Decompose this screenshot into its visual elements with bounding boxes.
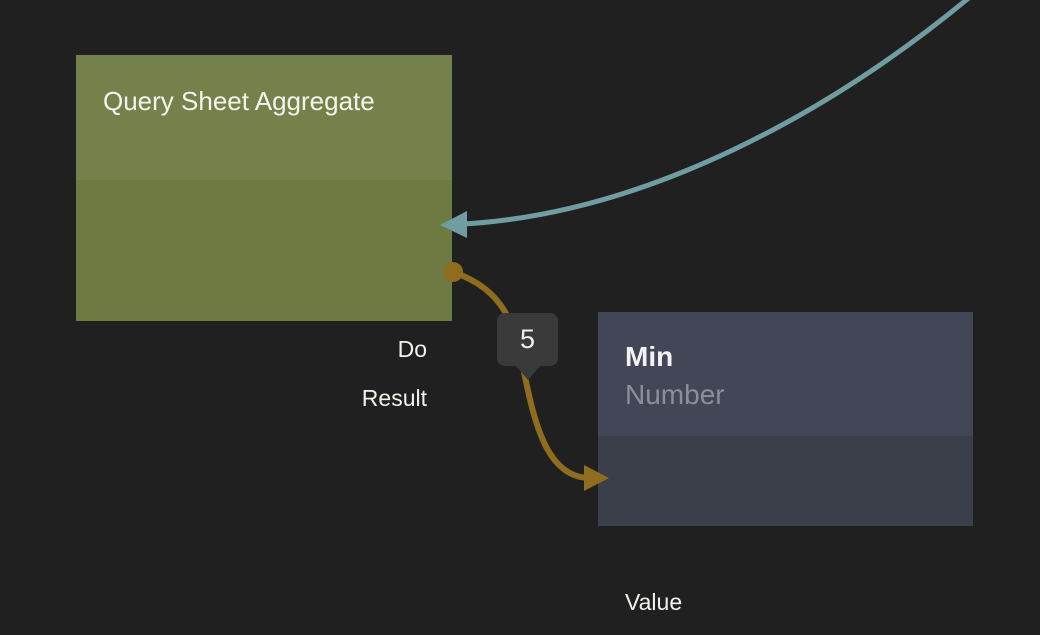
node-min-number[interactable]: Min Number Value — [598, 312, 973, 615]
node-query-title: Query Sheet Aggregate — [103, 86, 375, 116]
node-query-sheet-aggregate[interactable]: Query Sheet Aggregate Do Result — [76, 55, 452, 411]
node-query-body: Do Result — [76, 180, 452, 411]
node-min-title: Min — [625, 341, 674, 372]
port-result[interactable]: Result — [361, 385, 427, 411]
node-min-subtitle: Number — [625, 379, 725, 410]
node-query-header: Query Sheet Aggregate — [76, 55, 452, 180]
badge-pointer-icon — [514, 365, 541, 380]
exec-edge-path[interactable] — [462, 0, 990, 227]
node-min-header: Min Number — [598, 312, 973, 436]
exec-edge — [440, 0, 990, 238]
edge-value-badge[interactable]: 5 — [497, 313, 558, 380]
node-min-body: Value — [598, 436, 973, 615]
edge-value-label: 5 — [519, 324, 536, 354]
port-value[interactable]: Value — [625, 589, 683, 615]
port-do[interactable]: Do — [397, 336, 427, 362]
